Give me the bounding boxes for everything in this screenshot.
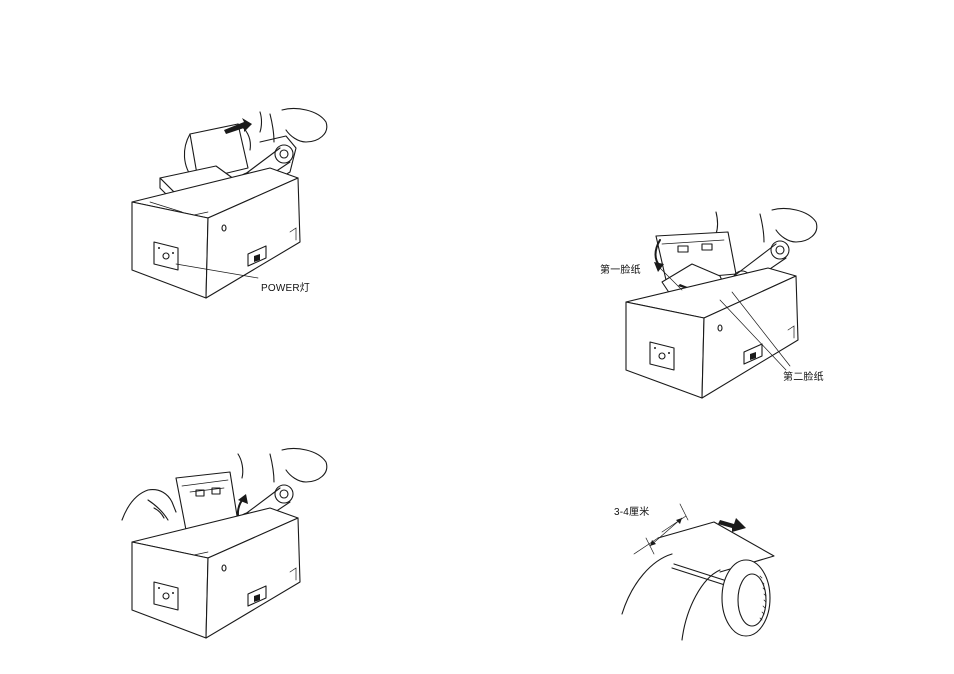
figure-printer-open-lid: [120, 448, 350, 648]
first-jam-label: 第一脸纸: [600, 261, 641, 276]
figure-paper-roll: [610, 498, 790, 648]
length-label: 3-4厘米: [614, 503, 649, 518]
power-led-label: POWER灯: [261, 279, 310, 294]
second-jam-label: 第二脸纸: [783, 368, 824, 383]
figure-printer-power: [120, 108, 350, 308]
